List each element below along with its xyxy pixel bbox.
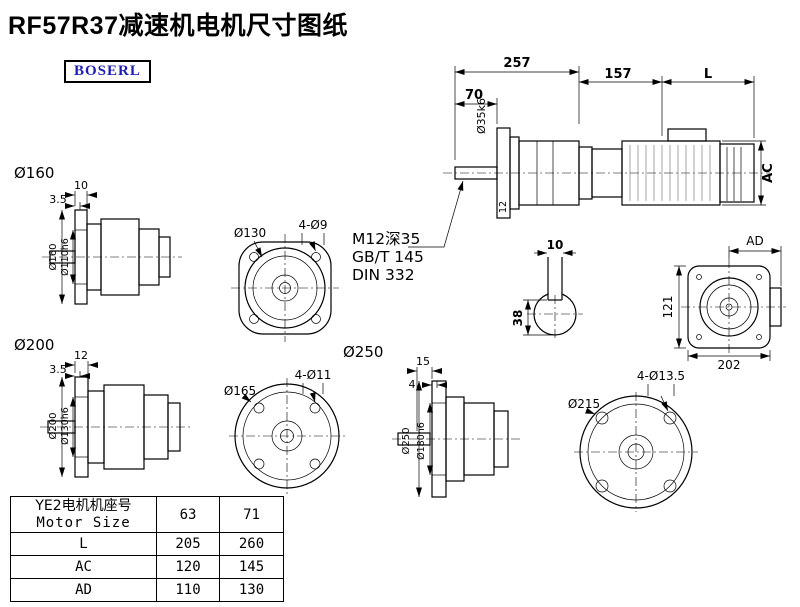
brand-logo: BOSERL <box>64 60 151 83</box>
table-header-row: YE2电机机座号 Motor Size 63 71 <box>10 496 284 533</box>
dia-label-180h6: Ø180h6 <box>416 422 427 460</box>
holes-label-4x11: 4-Ø11 <box>295 368 332 382</box>
value-AC-63: 120 <box>156 555 220 579</box>
value-AD-71: 130 <box>219 578 284 602</box>
note-line-1: M12深35 <box>352 230 420 248</box>
table-header-cn: YE2电机机座号 <box>35 498 132 514</box>
flange-200-side-view: Ø200 12 3.5 Ø200 Ø <box>14 336 190 478</box>
section-label-200: Ø200 <box>14 336 54 354</box>
dim-AC: AC <box>761 163 776 183</box>
table-row-L: L 205 260 <box>10 532 284 556</box>
dim-257: 257 <box>503 56 530 71</box>
fan-cover <box>719 143 755 203</box>
dim-200-a: 12 <box>74 349 88 362</box>
value-L-63: 205 <box>156 532 220 556</box>
dim-200-b: 3.5 <box>49 363 67 376</box>
dia-label-130: Ø130 <box>234 226 266 240</box>
dim-flange-12: 12 <box>498 201 509 213</box>
dia-label-130h6: Ø130h6 <box>60 407 71 445</box>
dia-label-250: Ø250 <box>400 428 412 455</box>
dia-label-200: Ø200 <box>47 413 59 440</box>
main-assembly-view: 257 157 L 70 Ø35k6 AC 12 <box>443 56 776 219</box>
terminal-box <box>667 128 707 142</box>
value-L-71: 260 <box>219 532 284 556</box>
page-title: RF57R37减速机电机尺寸图纸 <box>8 12 348 40</box>
dia-label-110h6: Ø110h6 <box>60 238 71 276</box>
holes-label-4x9: 4-Ø9 <box>298 218 327 232</box>
section-label-250: Ø250 <box>343 343 383 361</box>
table-header-motor-size: YE2电机机座号 Motor Size <box>10 496 157 533</box>
frame-size-col-63: 63 <box>156 496 220 533</box>
flange-165-front-view: Ø165 4-Ø11 <box>224 368 345 494</box>
value-AD-63: 110 <box>156 578 220 602</box>
row-label-L: L <box>10 532 157 556</box>
bolt-hole <box>249 252 259 262</box>
main-view-dimension-lines <box>454 66 766 206</box>
dim-121: 121 <box>661 296 675 319</box>
motor-rear-view: AD 121 202 <box>661 234 786 372</box>
section-label-160: Ø160 <box>14 164 54 182</box>
table-row-AC: AC 120 145 <box>10 555 284 579</box>
dim-160-a: 10 <box>74 179 88 192</box>
motor-cooling-fins <box>629 145 711 201</box>
value-AC-71: 145 <box>219 555 284 579</box>
thread-note: M12深35 GB/T 145 DIN 332 <box>352 180 464 284</box>
flange-250-side-view: Ø250 15 4 Ø250 Ø180h6 <box>343 343 522 498</box>
dim-key-width: 10 <box>547 238 564 252</box>
dim-250-a: 15 <box>416 355 430 368</box>
dia-label-165: Ø165 <box>224 384 256 398</box>
table-header-en: Motor Size <box>36 515 131 531</box>
motor-size-table: YE2电机机座号 Motor Size 63 71 L 205 260 AC 1… <box>10 496 284 602</box>
table-row-AD: AD 110 130 <box>10 578 284 602</box>
shaft-diameter-label: Ø35k6 <box>475 98 488 134</box>
flange-130-front-view: Ø130 4-Ø9 <box>231 218 339 342</box>
row-label-AD: AD <box>10 578 157 602</box>
holes-label-4x13-5: 4-Ø13.5 <box>637 369 685 383</box>
flange-215-front-view: Ø215 4-Ø13.5 <box>568 369 698 512</box>
dim-250-b: 4 <box>409 378 416 391</box>
dim-160-b: 3.5 <box>49 193 67 206</box>
flange-160-side-view: Ø160 10 3.5 Ø160 Ø <box>14 164 182 305</box>
dim-157: 157 <box>604 67 631 82</box>
dim-L: L <box>704 67 712 82</box>
note-line-3: DIN 332 <box>352 266 415 284</box>
dim-70: 70 <box>465 88 483 103</box>
note-line-2: GB/T 145 <box>352 248 424 266</box>
dia-label-160: Ø160 <box>47 244 59 271</box>
dia-label-215: Ø215 <box>568 397 600 411</box>
row-label-AC: AC <box>10 555 157 579</box>
dim-202: 202 <box>718 358 741 372</box>
key-section-view: 10 38 <box>511 238 583 341</box>
dim-key-depth: 38 <box>511 310 525 327</box>
dim-AD: AD <box>746 234 763 248</box>
frame-size-col-71: 71 <box>219 496 284 533</box>
